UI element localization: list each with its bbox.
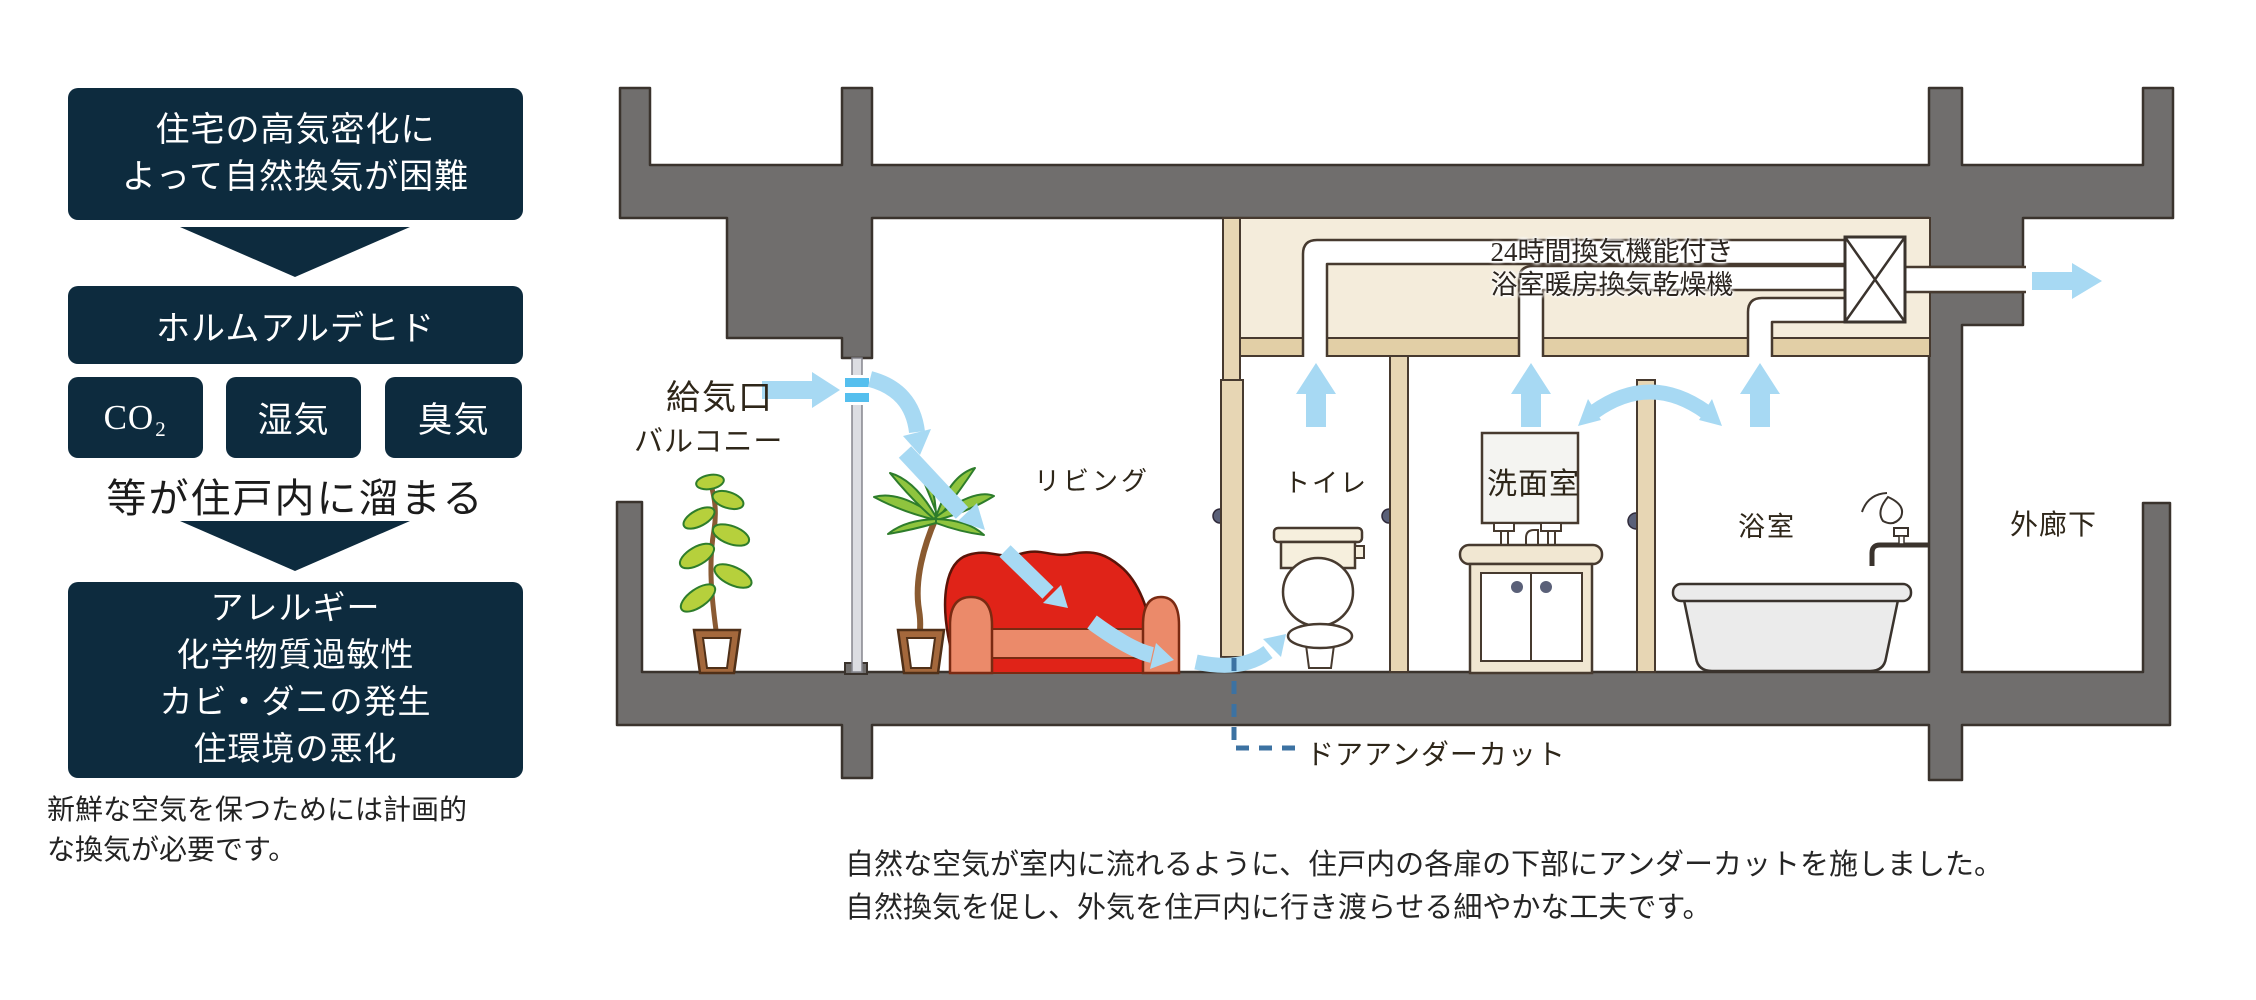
supply-vent-icon bbox=[845, 378, 869, 402]
sofa-arm-left bbox=[948, 595, 994, 675]
label-fan-unit-line2: 浴室暖房換気乾燥機 bbox=[1490, 270, 1734, 300]
flow-box-cause: 住宅の高気密化に よって自然換気が困難 bbox=[68, 88, 523, 220]
ventilation-ducts bbox=[1301, 238, 2026, 357]
effect-environment: 住環境の悪化 bbox=[193, 732, 398, 768]
balcony-plant bbox=[678, 473, 753, 675]
bathroom-duct bbox=[1748, 298, 1845, 357]
toilet-exhaust-arrow bbox=[1296, 363, 1336, 394]
effect-chemical: 化学物質過敏性 bbox=[176, 638, 415, 674]
label-fan-unit: 24時間換気機能付き 浴室暖房換気乾燥機 bbox=[1452, 236, 1772, 302]
label-fan-unit-line1: 24時間換気機能付き bbox=[1490, 237, 1734, 267]
toilet-fixture bbox=[1272, 526, 1365, 669]
flow-box-effects: アレルギー 化学物質過敏性 カビ・ダニの発生 住環境の悪化 bbox=[68, 582, 523, 778]
exhaust-out-arrow bbox=[2032, 263, 2102, 299]
toilet-washroom-wall bbox=[1389, 355, 1409, 673]
airflow-arrows bbox=[762, 263, 2102, 673]
flow-caption: 新鮮な空気を保つためには計画的 な換気が必要です。 bbox=[47, 790, 467, 870]
flow-arrow-down-2 bbox=[180, 521, 410, 571]
bathroom-exhaust-arrow bbox=[1740, 363, 1780, 394]
concrete-beam-structure bbox=[618, 86, 2175, 360]
odor-label: 臭気 bbox=[417, 401, 490, 440]
footer-line1: 自然な空気が室内に流れるように、住戸内の各扉の下部にアンダーカットを施しました。 bbox=[845, 849, 2003, 881]
flow-caption-line2: な換気が必要です。 bbox=[47, 834, 297, 865]
flow-box-odor: 臭気 bbox=[385, 377, 522, 458]
concrete-floor-structure bbox=[615, 290, 2172, 782]
co2-label: CO₂ bbox=[103, 397, 168, 437]
bath-faucet bbox=[1861, 492, 1929, 566]
label-corridor: 外廊下 bbox=[2010, 510, 2098, 541]
water-drop-icon bbox=[1879, 495, 1904, 525]
flow-box-cause-line1: 住宅の高気密化に bbox=[155, 112, 436, 149]
palm-plant bbox=[873, 461, 995, 675]
undercut-flow-arrow bbox=[1194, 645, 1273, 673]
flow-box-formaldehyde-label: ホルムアルデヒド bbox=[156, 310, 435, 348]
undercut-callout-line bbox=[1231, 658, 1298, 751]
vanity-counter bbox=[1458, 543, 1604, 566]
interior-walls bbox=[1212, 217, 1656, 673]
washroom-bathroom-door bbox=[1636, 379, 1656, 673]
effect-mold: カビ・ダニの発生 bbox=[159, 685, 432, 721]
bathtub bbox=[1671, 582, 1913, 673]
living-toilet-wall-upper bbox=[1222, 217, 1241, 381]
flow-box-humidity: 湿気 bbox=[226, 377, 361, 458]
label-door-undercut: ドアアンダーカット bbox=[1306, 740, 1566, 771]
mirror bbox=[1480, 431, 1580, 525]
label-supply-port: 給気口 bbox=[666, 380, 774, 417]
washroom-exhaust-arrow bbox=[1511, 363, 1551, 394]
footer-line2: 自然換気を促し、外気を住戸内に行き渡らせる細やかな工夫です。 bbox=[845, 892, 1712, 924]
washroom-vanity bbox=[1458, 431, 1604, 675]
label-balcony: バルコニー bbox=[634, 426, 784, 458]
supply-arrow bbox=[762, 372, 840, 408]
bath-fan-unit bbox=[1843, 235, 1907, 324]
flow-box-cause-line2: よって自然換気が困難 bbox=[121, 159, 470, 196]
label-living: リビング bbox=[1034, 467, 1151, 496]
door-top-flow-arrow bbox=[1589, 384, 1711, 419]
flow-box-co2: CO₂ bbox=[68, 377, 203, 458]
toilet-door bbox=[1220, 379, 1244, 658]
humidity-label: 湿気 bbox=[257, 401, 330, 440]
label-washroom: 洗面室 bbox=[1487, 468, 1580, 501]
exhaust-duct bbox=[1905, 267, 2026, 292]
flow-caption-line1: 新鮮な空気を保つためには計画的 bbox=[47, 794, 468, 825]
balcony-glass-door bbox=[844, 357, 869, 675]
flow-accumulate-text: 等が住戸内に溜まる bbox=[106, 476, 485, 521]
flow-box-formaldehyde: ホルムアルデヒド bbox=[68, 286, 523, 364]
flow-arrow-down-1 bbox=[180, 227, 410, 277]
footer-description: 自然な空気が室内に流れるように、住戸内の各扉の下部にアンダーカットを施しました。… bbox=[845, 844, 2003, 930]
label-toilet: トイレ bbox=[1284, 469, 1369, 498]
sofa-base bbox=[989, 657, 1144, 674]
label-bathroom: 浴室 bbox=[1738, 512, 1796, 542]
effect-allergy: アレルギー bbox=[210, 591, 381, 627]
